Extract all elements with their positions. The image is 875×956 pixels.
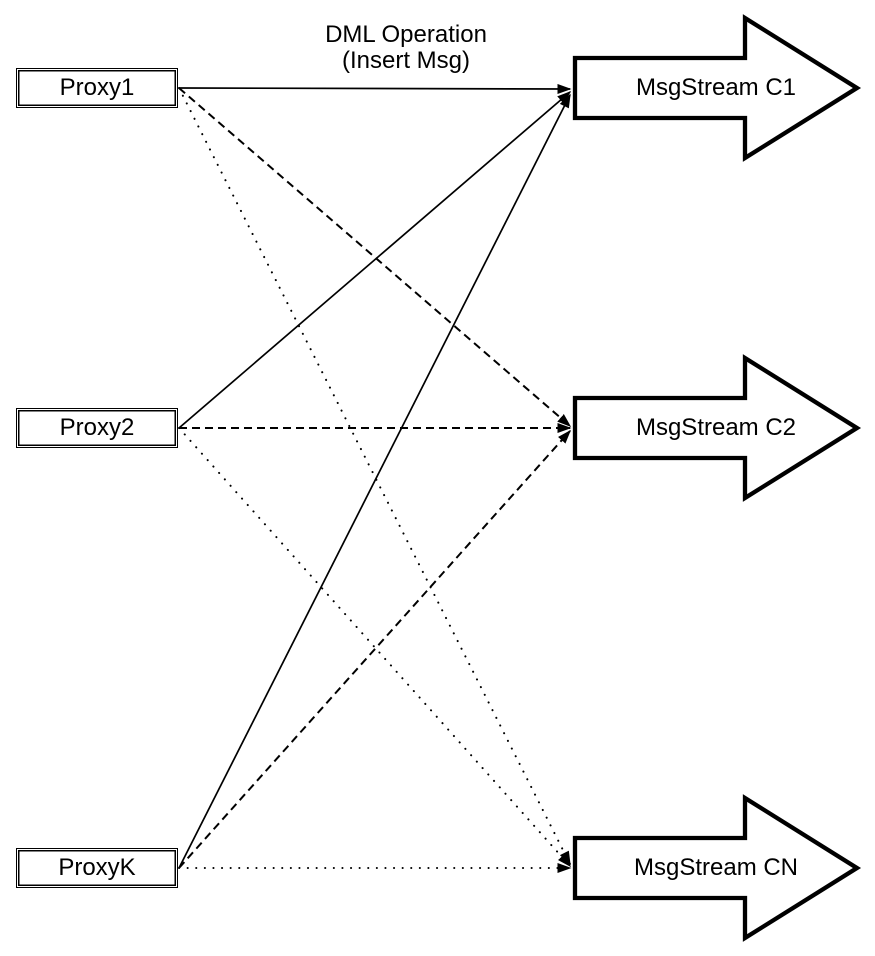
proxy2-label: Proxy2	[59, 414, 135, 441]
edge-proxy1-to-c2	[178, 87, 572, 427]
proxyk-label: ProxyK	[58, 854, 136, 881]
msgstream-c1-arrow-shape	[572, 14, 862, 162]
proxy1-node: Proxy1	[16, 68, 178, 108]
edge-proxy2-to-c1	[178, 91, 572, 429]
edge-proxy1-to-cn	[178, 87, 571, 866]
edge-proxyk-to-c2	[178, 429, 572, 869]
msgstream-c2-arrow-shape	[572, 354, 862, 502]
annotation-line2: (Insert Msg)	[341, 47, 470, 74]
annotation-line1: DML Operation	[325, 21, 487, 48]
edge-proxy2-to-cn	[178, 427, 571, 868]
proxy2-node: Proxy2	[16, 408, 178, 448]
proxyk-node: ProxyK	[16, 848, 178, 888]
proxy1-label: Proxy1	[59, 74, 135, 101]
dml-operation-annotation: DML Operation (Insert Msg)	[256, 22, 556, 74]
msgstream-cn-arrow-shape	[572, 794, 862, 942]
edge-proxy1-to-c1	[178, 83, 572, 94]
edge-proxyk-to-c1	[178, 93, 571, 869]
